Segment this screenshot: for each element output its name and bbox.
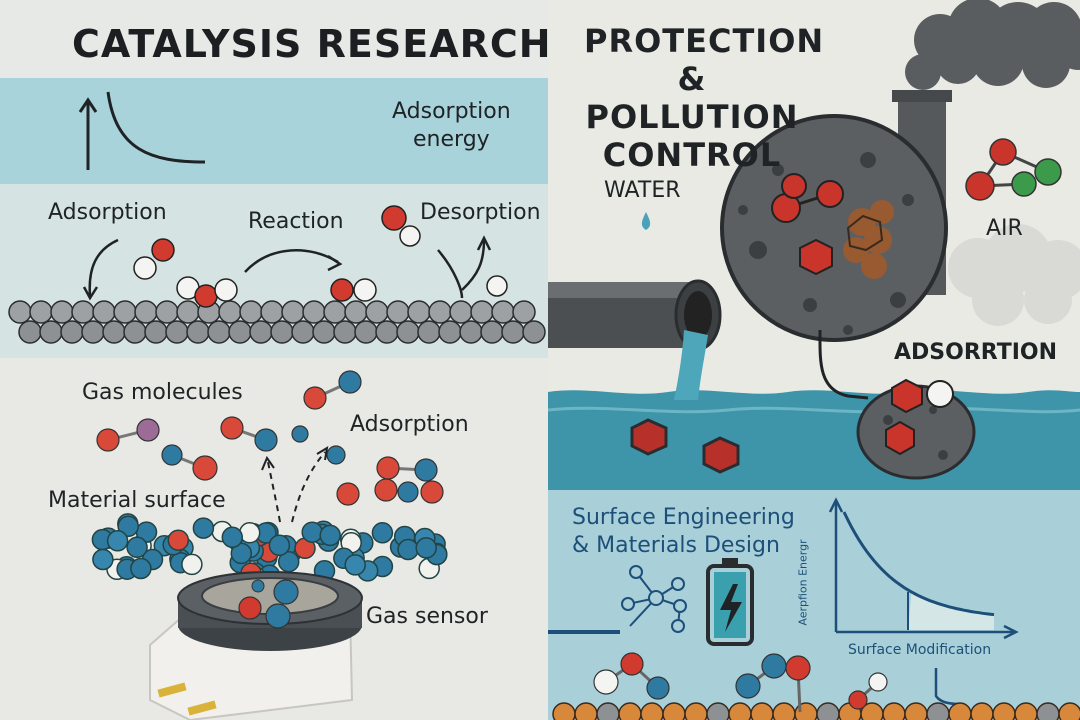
chart-x-label: Surface Modification	[848, 642, 992, 658]
catalysis-illustration	[0, 78, 548, 720]
water-drop-icon	[641, 212, 651, 230]
step-adsorption-label: Adsorption	[48, 200, 167, 225]
gas-sensor-icon	[149, 571, 363, 720]
air-molecule-icon	[965, 138, 1062, 201]
magnified-adsorbent-icon	[720, 114, 948, 342]
product-molecule	[330, 278, 377, 302]
step-desorption-label: Desorption	[420, 200, 541, 225]
adsorption-label: Adsorption	[350, 412, 469, 437]
air-haze	[948, 224, 1080, 326]
step-reaction-label: Reaction	[248, 209, 344, 234]
engineering-band	[548, 490, 1080, 720]
smoke-cloud-icon	[905, 0, 1080, 90]
gas-molecules-label: Gas molecules	[82, 380, 243, 405]
material-surface-label: Material surface	[48, 488, 226, 513]
pollution-illustration	[548, 0, 1080, 720]
catalyst-surface	[8, 300, 546, 344]
pollution-control-panel: PROTECTION & POLLUTION CONTROL WATER AIR…	[548, 0, 1080, 720]
air-label: AIR	[986, 216, 1023, 241]
desorption-arrow-icon	[461, 239, 486, 291]
pollutant-particle-icon	[630, 418, 740, 474]
energy-curve-icon	[78, 91, 206, 170]
pollution-title: PROTECTION & POLLUTION CONTROL	[584, 22, 825, 174]
catalysis-panel: CATALYSIS RESEARCH Adsorption energy Ads…	[0, 22, 548, 720]
material-surface-cluster	[91, 513, 448, 589]
gas-sensor-label: Gas sensor	[366, 604, 488, 629]
adsorbing-molecule	[133, 238, 175, 280]
adsorbent-particle-icon	[856, 378, 976, 480]
adsorption-energy-label: Adsorption energy	[392, 99, 511, 152]
engineering-title: Surface Engineering & Materials Design	[572, 505, 795, 558]
battery-icon	[706, 558, 754, 646]
water-label: WATER	[604, 178, 681, 203]
adsorption-energy-chart	[828, 497, 1019, 640]
molecular-network-icon	[621, 565, 687, 633]
catalysis-title: CATALYSIS RESEARCH	[72, 22, 548, 66]
gas-molecules	[96, 370, 444, 506]
adsorption-arrow-icon	[88, 238, 119, 297]
adsorption-path-arrows	[267, 451, 326, 523]
energy-band	[0, 78, 548, 184]
desorbed-molecule	[381, 205, 508, 297]
adsorption-caption: ADSORRTION	[894, 340, 1058, 365]
chart-y-label: Aerpfion Energr	[796, 539, 810, 626]
discharge-pipe-icon	[548, 279, 722, 400]
water-body	[548, 390, 1080, 490]
engineered-surface	[552, 702, 1080, 720]
surface-molecules	[593, 652, 888, 713]
reacting-molecule	[176, 276, 238, 308]
